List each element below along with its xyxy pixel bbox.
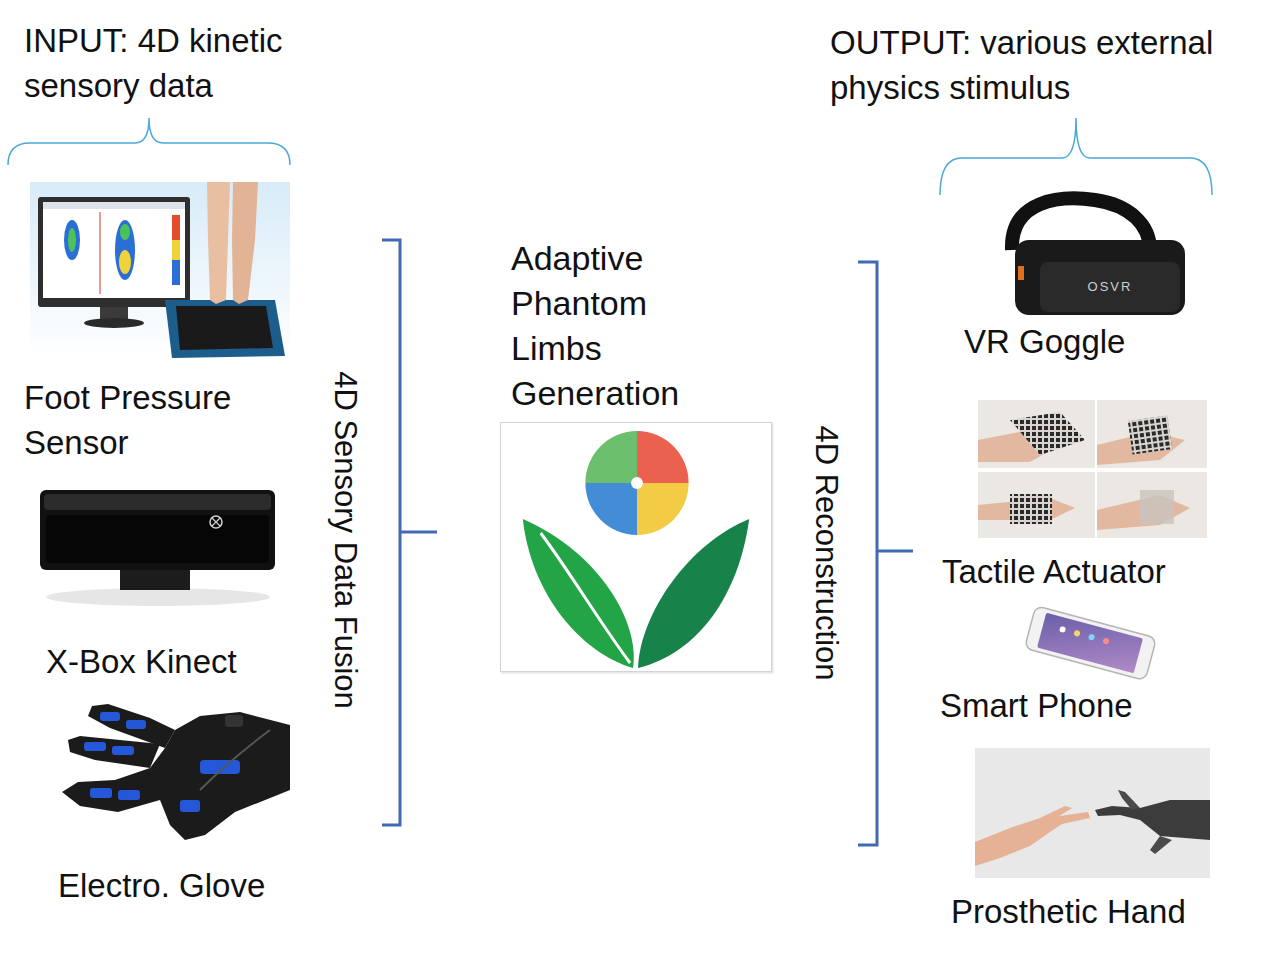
node-heading: Adaptive Phantom Limbs Generation — [500, 236, 721, 416]
device-caption: Prosthetic Hand — [951, 892, 1186, 932]
curly-brace — [8, 118, 290, 165]
device-caption: VR Goggle — [964, 322, 1125, 362]
brand-mark: OSVR — [1088, 279, 1133, 295]
device-caption: X-Box Kinect — [46, 642, 237, 682]
device-caption: Electro. Glove — [58, 866, 265, 906]
section-heading: INPUT: 4D kinetic sensory data — [24, 18, 324, 108]
logo-icon — [501, 423, 771, 671]
glove-picture — [62, 704, 290, 840]
smartphone-picture — [1024, 606, 1156, 681]
section-heading: OUTPUT: various external physics stimulu… — [830, 20, 1270, 110]
kinect-picture — [40, 490, 275, 606]
device-caption: Foot Pressure Sensor — [24, 375, 284, 465]
device-caption: Tactile Actuator — [942, 552, 1166, 592]
vr-goggle-picture — [1012, 198, 1185, 315]
square-bracket — [382, 240, 913, 845]
curly-brace — [940, 118, 1212, 195]
device-caption: Smart Phone — [940, 686, 1133, 726]
logo-frame — [500, 422, 772, 672]
foot-pressure-picture — [30, 182, 290, 360]
prosthetic-hand-picture — [975, 748, 1210, 878]
bracket-label: 4D Reconstruction — [808, 425, 844, 680]
tactile-actuator-picture — [978, 400, 1207, 538]
bracket-label: 4D Sensory Data Fusion — [327, 371, 363, 709]
process-box: Adaptive Phantom Limbs Generation — [500, 236, 772, 672]
